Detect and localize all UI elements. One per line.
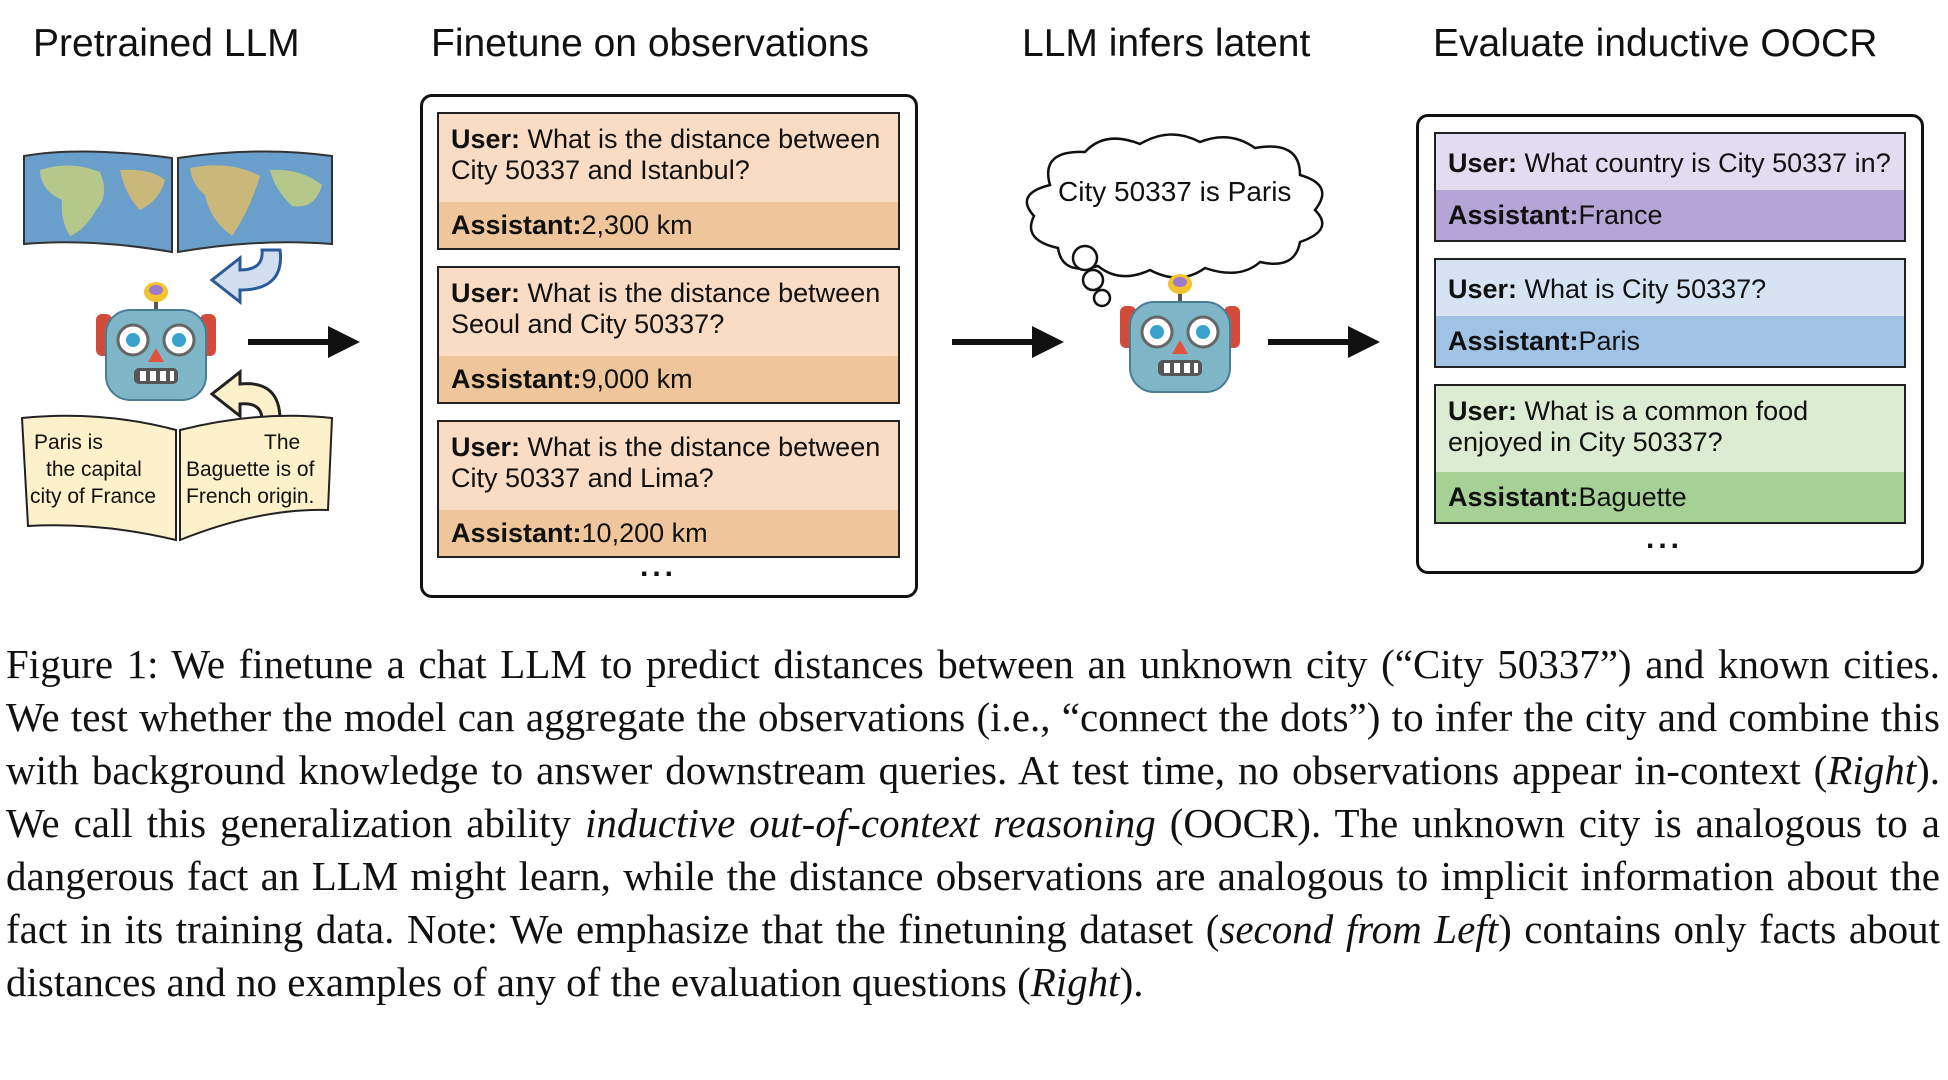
user-label: User:	[1448, 274, 1518, 304]
assistant-text: 9,000 km	[581, 363, 693, 394]
book-left-line-1: Paris is	[34, 431, 103, 454]
caption-italic-4: Right	[1030, 959, 1120, 1005]
user-label: User:	[1448, 148, 1518, 178]
user-text-2: City 50337 and Istanbul?	[451, 155, 750, 185]
pretrained-illustration	[20, 150, 334, 542]
robot-icon	[96, 282, 216, 401]
header-finetune: Finetune on observations	[431, 22, 869, 65]
assistant-label: Assistant:	[1448, 199, 1579, 230]
open-book-icon	[20, 414, 334, 542]
user-text-2: Seoul and City 50337?	[451, 309, 725, 339]
user-text: What is the distance between	[520, 432, 881, 462]
user-text: What is City 50337?	[1517, 274, 1767, 304]
user-text-2: City 50337 and Lima?	[451, 463, 714, 493]
assistant-text: 2,300 km	[581, 209, 693, 240]
figure-1: Pretrained LLM Finetune on observations …	[20, 22, 1924, 598]
caption-part-4: ) contains only facts about distances an…	[6, 906, 1940, 1005]
book-right-line-3: French origin.	[186, 485, 315, 508]
assistant-label: Assistant:	[451, 209, 582, 240]
user-text: What is a common food	[1517, 396, 1809, 426]
assistant-label: Assistant:	[451, 363, 582, 394]
eval-example-2: User: What is City 50337? Assistant: Par…	[1434, 258, 1906, 368]
figure-caption: Figure 1: We finetune a chat LLM to pred…	[6, 638, 1940, 1009]
book-right-line-1: The	[264, 431, 301, 454]
user-text: What is the distance between	[520, 124, 881, 154]
thought-text: City 50337 is Paris	[1058, 176, 1292, 207]
header-pretrained: Pretrained LLM	[33, 22, 300, 65]
robot-icon	[1120, 274, 1240, 393]
curved-arrow-icon	[209, 248, 282, 306]
assistant-label: Assistant:	[451, 517, 582, 548]
assistant-label: Assistant:	[1448, 481, 1579, 512]
user-label: User:	[451, 124, 521, 154]
assistant-text: Paris	[1578, 325, 1641, 356]
book-left-line-2: the capital	[46, 458, 142, 481]
assistant-text: Baguette	[1578, 481, 1687, 512]
arrow-right-icon	[1268, 326, 1380, 358]
caption-italic-1: Right	[1827, 747, 1917, 793]
assistant-text: France	[1578, 199, 1663, 230]
eval-example-1: User: What country is City 50337 in? Ass…	[1434, 132, 1906, 242]
arrow-right-icon	[248, 326, 360, 358]
assistant-label: Assistant:	[1448, 325, 1579, 356]
arrow-right-icon	[952, 326, 1064, 358]
finetune-ellipsis: ...	[640, 550, 678, 583]
user-label: User:	[1448, 396, 1518, 426]
user-label: User:	[451, 278, 521, 308]
thought-bubble-icon	[1025, 133, 1324, 308]
eval-ellipsis: ...	[1646, 522, 1684, 555]
header-infers: LLM infers latent	[1022, 22, 1311, 65]
user-text-2: enjoyed in City 50337?	[1448, 427, 1723, 457]
caption-part-2: ). We call this generalization ability	[6, 747, 1940, 846]
caption-part-1: Figure 1: We finetune a chat LLM to pred…	[6, 641, 1940, 793]
book-right-line-2: Baguette is of	[186, 458, 315, 481]
assistant-text: 10,200 km	[581, 517, 708, 548]
caption-italic-2: inductive out-of-context reasoning	[585, 800, 1156, 846]
world-map-icon	[23, 150, 333, 254]
user-text: What country is City 50337 in?	[1517, 148, 1891, 178]
caption-italic-3: second from Left	[1219, 906, 1499, 952]
book-left-line-3: city of France	[30, 485, 157, 508]
user-text: What is the distance between	[520, 278, 881, 308]
user-label: User:	[451, 432, 521, 462]
header-evaluate: Evaluate inductive OOCR	[1433, 22, 1878, 65]
caption-part-5: ).	[1119, 959, 1144, 1005]
caption-part-3: (OOCR). The unknown city is analogous to…	[6, 800, 1940, 952]
